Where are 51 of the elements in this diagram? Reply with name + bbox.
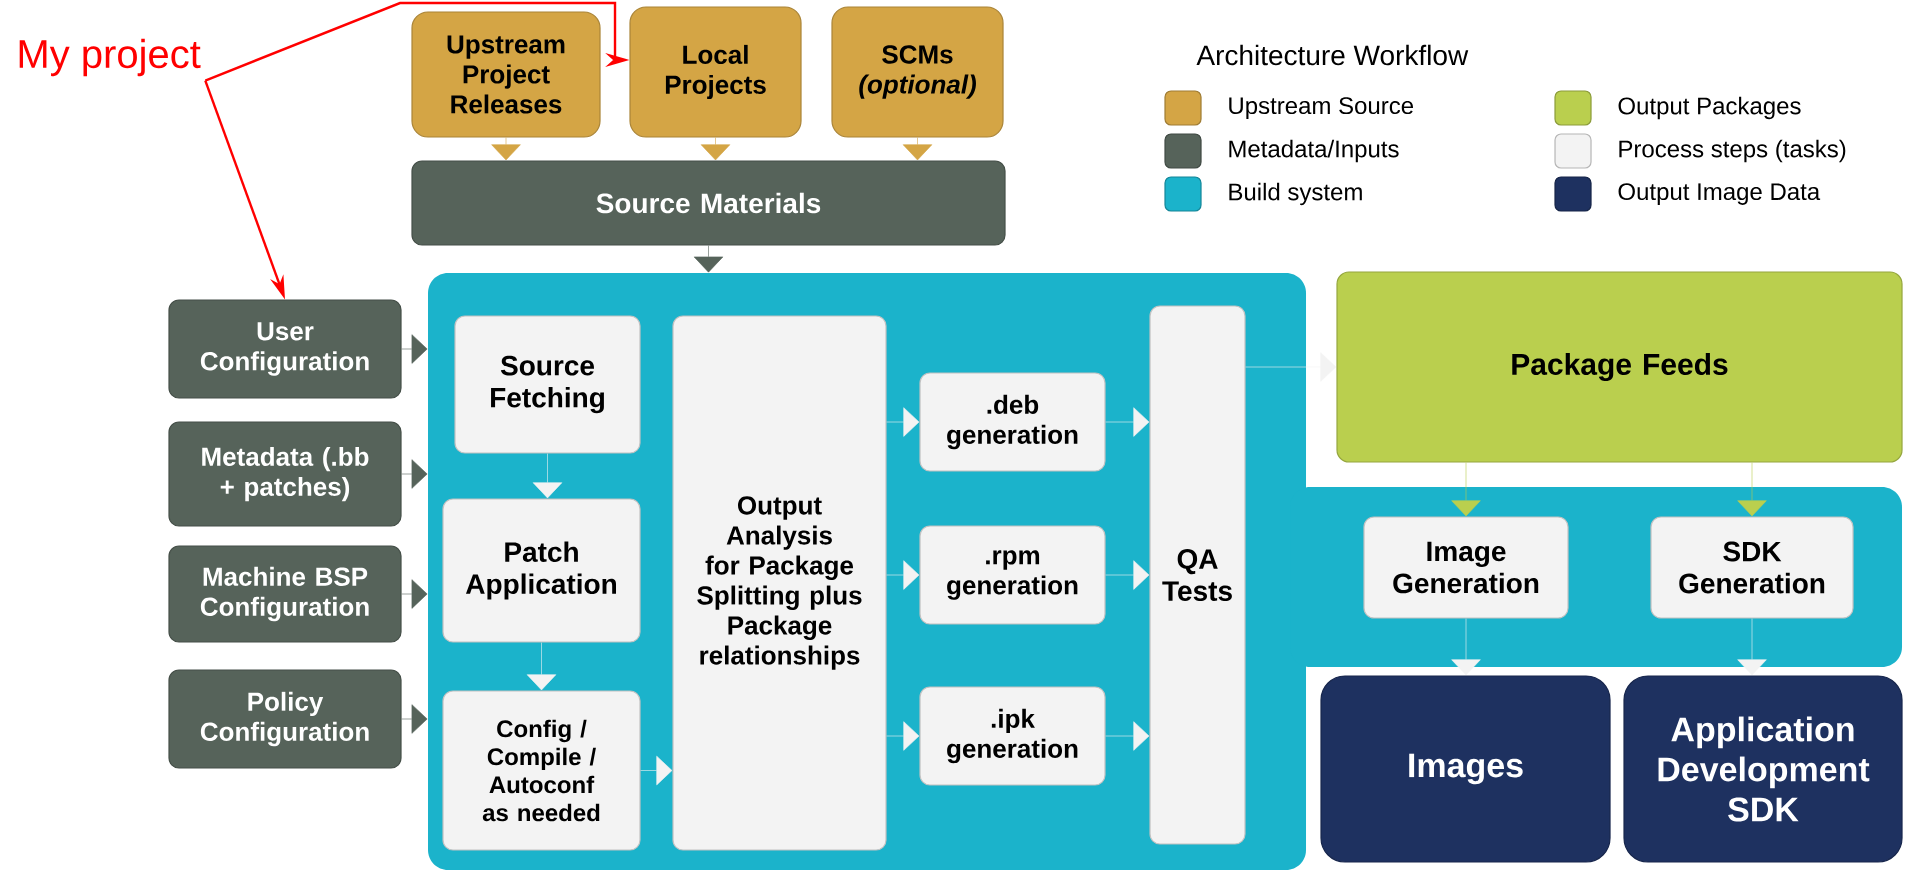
source-box: Upstream Project Releases bbox=[411, 11, 601, 138]
package-feeds-box: Package Feeds bbox=[1336, 271, 1903, 463]
source-box: SCMs (optional) bbox=[831, 6, 1004, 138]
process-box: .rpm generation bbox=[919, 525, 1106, 625]
chevron-arrow bbox=[1105, 560, 1150, 590]
chevron-arrow bbox=[491, 137, 521, 161]
input-box: User Configuration bbox=[168, 299, 402, 399]
process-box: Output Analysis for Package Splitting plus Package relationships bbox=[672, 315, 887, 851]
output-box: Images bbox=[1320, 675, 1611, 863]
process-box: .ipk generation bbox=[919, 686, 1106, 786]
chevron-arrow bbox=[693, 245, 724, 273]
diagram-title: Architecture Workflow bbox=[1196, 44, 1469, 66]
legend-label: Output Packages bbox=[1618, 96, 1801, 120]
legend-label: Process steps (tasks) bbox=[1619, 139, 1846, 163]
chevron-arrow bbox=[1737, 462, 1767, 517]
chevron-arrow bbox=[401, 579, 428, 609]
legend-label: Metadata/Inputs bbox=[1229, 139, 1399, 163]
chevron-arrow bbox=[401, 334, 428, 364]
chevron-arrow bbox=[886, 560, 920, 590]
chevron-arrow bbox=[1105, 407, 1150, 437]
input-box: Policy Configuration bbox=[168, 669, 402, 769]
process-box: Image Generation bbox=[1363, 516, 1569, 619]
process-box: Source Fetching bbox=[454, 315, 641, 454]
process-box: SDK Generation bbox=[1650, 516, 1854, 619]
legend-label: Upstream Source bbox=[1229, 97, 1414, 119]
chevron-arrow bbox=[700, 137, 731, 161]
legend-label: Output Image Data bbox=[1618, 183, 1821, 205]
chevron-arrow bbox=[886, 721, 920, 751]
chevron-arrow bbox=[1451, 618, 1481, 676]
input-box: Machine BSP Configuration bbox=[168, 545, 402, 643]
chevron-arrow bbox=[401, 704, 428, 734]
chevron-arrow bbox=[532, 453, 563, 499]
chevron-arrow bbox=[902, 137, 933, 161]
output-box: Application Development SDK bbox=[1623, 675, 1903, 863]
chevron-arrow bbox=[886, 407, 920, 437]
chevron-arrow bbox=[1451, 462, 1481, 517]
source-box: Local Projects bbox=[629, 6, 802, 138]
chevron-arrow bbox=[526, 642, 557, 691]
chevron-arrow bbox=[640, 755, 673, 786]
annotation-text: My project bbox=[19, 38, 201, 77]
process-box: QA Tests bbox=[1149, 305, 1246, 845]
source-materials-bar: Source Materials bbox=[411, 160, 1006, 246]
process-box: .deb generation bbox=[919, 372, 1106, 472]
chevron-arrow bbox=[401, 459, 428, 489]
legend-label: Build system bbox=[1229, 182, 1362, 206]
process-box: Config / Compile / Autoconf as needed bbox=[442, 690, 641, 851]
chevron-arrow bbox=[1737, 618, 1767, 676]
chevron-arrow bbox=[1245, 352, 1337, 382]
chevron-arrow bbox=[1105, 721, 1150, 751]
input-box: Metadata (.bb + patches) bbox=[168, 421, 402, 527]
process-box: Patch Application bbox=[442, 498, 641, 643]
